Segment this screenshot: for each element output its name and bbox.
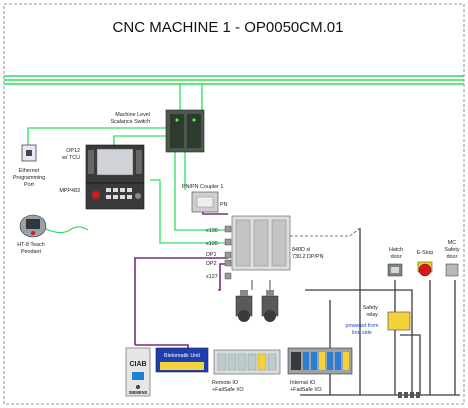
op12-label-line2: w/ TCU — [61, 155, 80, 161]
ethernet-port-label-line1: Ethernet — [19, 168, 40, 174]
safety-wiring — [300, 228, 460, 396]
nc-port-x130: x130 — [206, 228, 218, 234]
ciab-unit — [125, 347, 151, 397]
mpp-label: MPP483 — [59, 188, 80, 194]
estop-button — [417, 261, 433, 277]
mpp483-panel — [85, 182, 145, 210]
mc-door-label-line2: Safety — [444, 247, 460, 253]
op12-label-line1: OP12 — [66, 148, 80, 154]
ethernet-port — [21, 144, 37, 162]
internal-io-label-line2: +FailSafe I/O — [290, 387, 322, 393]
pendant-label-line1: HT-8 Teach — [17, 242, 44, 248]
mc-safety-door-switch — [445, 263, 459, 277]
pn-coupler — [191, 191, 219, 213]
ciab-brand: SIEMENS — [129, 390, 148, 395]
switch-label-line2: Scalance Switch — [110, 119, 150, 125]
mc-door-label-line3: door — [447, 254, 458, 260]
coupler-port-label: PN — [220, 202, 228, 208]
page-title: CNC MACHINE 1 - OP0050CM.01 — [113, 19, 344, 36]
op12-panel — [85, 144, 145, 184]
nc-label-line1: 840D sl — [292, 247, 310, 253]
motor-cables — [251, 280, 271, 290]
estop-label: E-Stop — [417, 250, 433, 256]
bottom-terminals — [398, 392, 420, 398]
relay-note-line2: line side — [352, 330, 372, 336]
internal-io-label-line1: Internal IO — [290, 380, 315, 386]
nc-label-line2: 730.2 DP/PN — [292, 254, 324, 260]
ethernet-links — [27, 84, 228, 244]
hatch-door-switch — [387, 263, 403, 277]
relay-note-line1: powered from — [346, 323, 379, 329]
coupler-label: PN/PN Coupler 1 — [182, 184, 223, 190]
bielomatik-label: Bielomatik Unit — [164, 353, 200, 359]
nc-ports — [224, 225, 232, 280]
remote-io-label-line2: +FailSafe I/O — [212, 387, 244, 393]
mc-door-label-line1: MC — [448, 240, 456, 246]
remote-io-label-line1: Remote IO — [212, 380, 238, 386]
relay-label-line1: Safety — [363, 305, 379, 311]
teach-pendant — [19, 214, 47, 238]
dashed-links — [290, 227, 361, 237]
safety-relay — [387, 311, 411, 331]
ethernet-backbone — [4, 75, 464, 85]
pendant-label-line2: Pendant — [21, 249, 42, 255]
nc-port-x120: x120 — [206, 241, 218, 247]
nc-port-dp1: DP1 — [206, 252, 217, 258]
remote-io-rack — [213, 349, 281, 375]
hatch-label-line1: Hatch — [389, 247, 403, 253]
nc-port-dp2: DP2 — [206, 261, 217, 267]
ethernet-port-label-line3: Port — [24, 182, 34, 188]
bielomatik-unit — [155, 347, 209, 373]
nc-port-x127: x127 — [206, 274, 218, 280]
hatch-label-line2: door — [391, 254, 402, 260]
servo-motor — [235, 290, 253, 322]
switch-label-line1: Machine Level — [115, 112, 150, 118]
servo-motor — [261, 290, 279, 322]
relay-label-line2: relay — [366, 312, 378, 318]
internal-io-rack — [287, 347, 353, 375]
ethernet-port-label-line2: Programming — [13, 175, 45, 181]
nc-unit — [231, 215, 291, 271]
scalance-switch — [165, 109, 205, 153]
machine-boundary-frame — [3, 3, 465, 405]
ciab-label: CIAB — [129, 361, 146, 368]
